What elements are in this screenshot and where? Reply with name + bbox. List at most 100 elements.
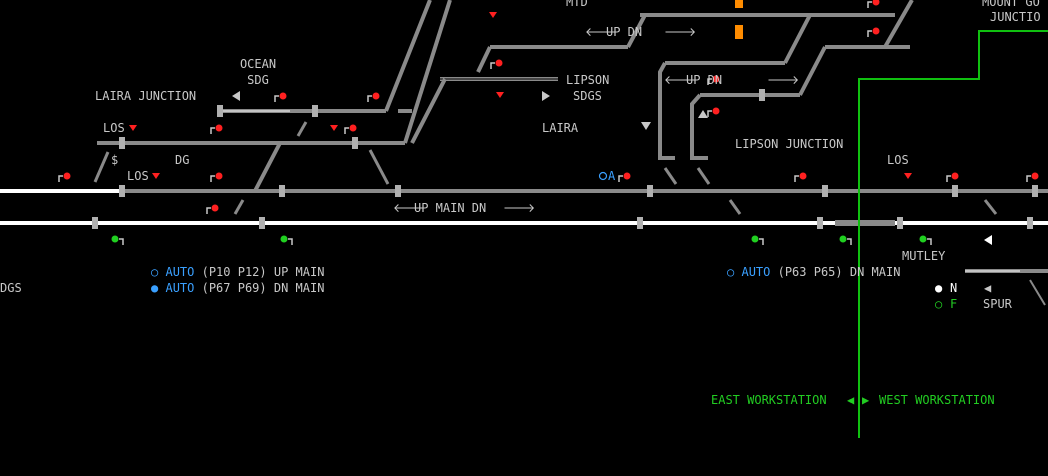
label-top-cut: MTD bbox=[566, 0, 588, 9]
signal[interactable] bbox=[206, 204, 219, 215]
signal[interactable] bbox=[751, 235, 764, 246]
signal[interactable] bbox=[946, 172, 959, 183]
track-joint bbox=[1032, 185, 1038, 197]
route-set-icon bbox=[330, 125, 338, 131]
track-joint bbox=[1027, 217, 1033, 229]
signal[interactable] bbox=[1026, 172, 1039, 183]
track-joint bbox=[312, 105, 318, 117]
track-spur-diag bbox=[1029, 279, 1046, 306]
label-laira: LAIRA bbox=[542, 121, 579, 135]
arrow-left-icon: 🡐 bbox=[393, 201, 426, 215]
label-n: N bbox=[950, 281, 958, 295]
label-lipson-sdgs-2: SDGS bbox=[573, 89, 602, 103]
signal[interactable] bbox=[867, 0, 880, 8]
arrow-left-icon: 🡐 bbox=[664, 73, 697, 87]
signal[interactable] bbox=[707, 75, 720, 86]
track-diagonal-c bbox=[410, 78, 447, 144]
track-joint bbox=[637, 217, 643, 229]
auto-control-dn-main-west[interactable]: ○ AUTO (P63 P65) DN MAIN bbox=[727, 265, 900, 279]
signal[interactable] bbox=[280, 235, 293, 246]
arrow-right-icon: 🡒 bbox=[767, 73, 800, 87]
boundary-left-arrow-icon[interactable]: ◀ bbox=[847, 393, 855, 407]
direction-arrow-icon bbox=[542, 91, 550, 101]
track-joint bbox=[759, 89, 765, 101]
label-up-dn-top: UP DN bbox=[606, 25, 643, 39]
direction-arrow-icon bbox=[698, 110, 708, 118]
track-joint bbox=[395, 185, 401, 197]
direction-arrow-icon bbox=[641, 122, 651, 130]
auto-word: AUTO bbox=[165, 265, 195, 279]
label-f: F bbox=[950, 297, 958, 311]
track-joint bbox=[92, 217, 98, 229]
track-diagonal-b bbox=[384, 0, 432, 112]
label-los-1: LOS bbox=[103, 121, 125, 135]
signal[interactable] bbox=[367, 92, 380, 103]
track-joint bbox=[352, 137, 358, 149]
track-id-icon[interactable] bbox=[598, 171, 608, 181]
label-east-workstation: EAST WORKSTATION bbox=[711, 393, 827, 407]
auto-control-dn-main[interactable]: ● AUTO (P67 P69) DN MAIN bbox=[151, 281, 324, 295]
signal[interactable] bbox=[111, 235, 124, 246]
track-crossover-2 bbox=[93, 151, 110, 183]
track-crossover-4 bbox=[728, 199, 742, 215]
auto-detail: (P67 P69) DN MAIN bbox=[201, 281, 325, 295]
label-sdgs-left: DGS bbox=[0, 281, 22, 295]
label-lipson-sdgs-1: LIPSON bbox=[566, 73, 610, 87]
track-lipson-stub-2 bbox=[696, 167, 711, 185]
signal[interactable] bbox=[58, 172, 71, 183]
normal-indicator-icon: ● bbox=[935, 281, 943, 295]
auto-control-up-main[interactable]: ○ AUTO (P10 P12) UP MAIN bbox=[151, 265, 324, 279]
track-id-a[interactable]: A bbox=[608, 169, 616, 183]
label-mutley: MUTLEY bbox=[902, 249, 946, 263]
label-lipson-junction: LIPSON JUNCTION bbox=[735, 137, 844, 151]
track-joint bbox=[817, 217, 823, 229]
track-joint bbox=[897, 217, 903, 229]
track-crossover-6 bbox=[233, 199, 245, 215]
track-joint bbox=[822, 185, 828, 197]
track-lipson-curve-1 bbox=[658, 62, 675, 160]
label-dollar: $ bbox=[111, 153, 119, 167]
signal[interactable] bbox=[210, 124, 223, 135]
signal[interactable] bbox=[274, 92, 287, 103]
track-diagonal-h bbox=[476, 46, 492, 73]
auto-word: AUTO bbox=[741, 265, 771, 279]
signal[interactable] bbox=[794, 172, 807, 183]
track-lipson-stub-1 bbox=[663, 167, 678, 185]
arrow-left-icon: 🡐 bbox=[585, 25, 618, 39]
track-diagonal-f bbox=[798, 46, 827, 96]
route-set-icon bbox=[496, 92, 504, 98]
signal[interactable] bbox=[344, 124, 357, 135]
track-diagonal-a bbox=[403, 0, 452, 144]
route-set-icon bbox=[129, 125, 137, 131]
arrow-right-icon: 🡒 bbox=[664, 25, 697, 39]
track-joint bbox=[259, 217, 265, 229]
signal[interactable] bbox=[490, 59, 503, 70]
track-crossover-1 bbox=[253, 142, 282, 192]
label-ocean: OCEAN bbox=[239, 57, 277, 71]
direction-arrow-icon bbox=[984, 235, 992, 245]
signal[interactable] bbox=[839, 235, 852, 246]
track-joint bbox=[952, 185, 958, 197]
track-joint bbox=[119, 185, 125, 197]
label-los-3: LOS bbox=[887, 153, 909, 167]
signal[interactable] bbox=[919, 235, 932, 246]
route-set-icon bbox=[152, 173, 160, 179]
arrow-right-icon: 🡒 bbox=[503, 201, 536, 215]
track-joint bbox=[279, 185, 285, 197]
signal[interactable] bbox=[618, 172, 631, 183]
label-ocean-sdg: SDG bbox=[247, 73, 269, 87]
auto-toggle-icon: ○ bbox=[151, 265, 159, 279]
signal[interactable] bbox=[867, 27, 880, 38]
label-mount-gould-1: MOUNT GO bbox=[982, 0, 1040, 9]
track-lipson-curve-2 bbox=[690, 93, 708, 160]
boundary-right-arrow-icon[interactable]: ▶ bbox=[862, 393, 870, 407]
route-indicator bbox=[735, 25, 743, 39]
arrow-left-icon: ◀ bbox=[984, 281, 992, 295]
signal[interactable] bbox=[707, 107, 720, 118]
auto-detail: (P63 P65) DN MAIN bbox=[777, 265, 901, 279]
workstation-boundary-line bbox=[858, 30, 1048, 438]
track-crossover-3 bbox=[368, 149, 390, 185]
route-set-icon bbox=[489, 12, 497, 18]
signal[interactable] bbox=[210, 172, 223, 183]
